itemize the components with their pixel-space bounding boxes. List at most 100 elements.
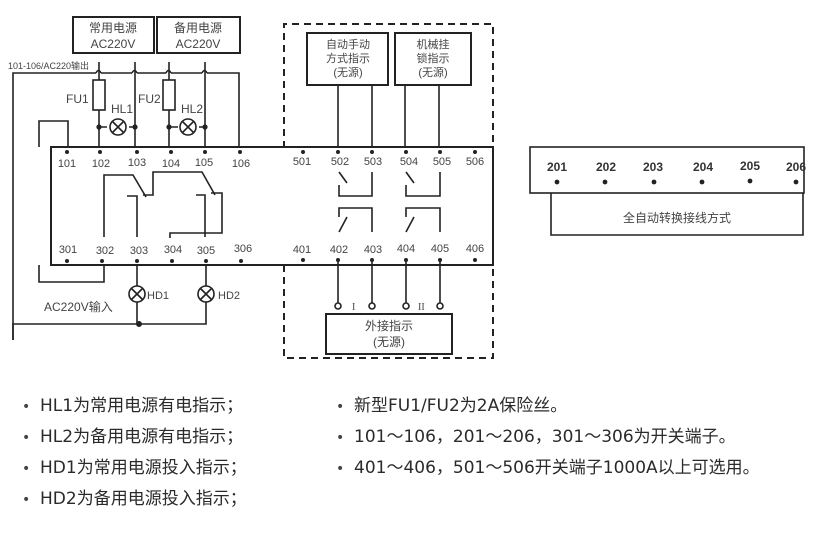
main-terminal-block xyxy=(50,146,494,266)
fu1-label: FU1 xyxy=(66,92,89,106)
terminal-503: 503 xyxy=(364,156,382,168)
external-line2: (无源) xyxy=(373,335,405,349)
notes-left: • HL1为常用电源有电指示； • HL2为备用电源有电指示； • HD1为常用电源投… xyxy=(22,391,247,515)
fuse-fu1-icon xyxy=(92,79,106,111)
bullet: • xyxy=(336,430,345,446)
terminal-301: 301 xyxy=(59,244,77,256)
bullet: • xyxy=(336,461,345,477)
note-text: HL1为常用电源有电指示； xyxy=(40,396,244,416)
lamp-hd1-icon xyxy=(128,285,146,303)
lamp-hl2-icon xyxy=(166,118,208,136)
terminal-row-400: 401 402 403 404 405 406 xyxy=(293,243,484,262)
note-text: 101～106，201～206，301～306为开关端子。 xyxy=(354,427,736,447)
bullet: • xyxy=(22,430,31,446)
note-text: 401～406，501～506开关端子1000A以上可选用。 xyxy=(354,458,760,478)
note-text: HD1为常用电源投入指示； xyxy=(40,458,247,478)
auto-manual-indicator-box: 自动手动 方式指示 (无源) xyxy=(306,32,389,86)
lamp-hl1-icon xyxy=(96,118,138,136)
note-text: 新型FU1/FU2为2A保险丝。 xyxy=(354,396,568,416)
note-text: HD2为备用电源投入指示； xyxy=(40,489,247,509)
terminal-305: 305 xyxy=(197,245,215,257)
terminal-101: 101 xyxy=(58,158,76,170)
auto-manual-line1: 自动手动 xyxy=(326,37,370,51)
normal-power-box: 常用电源 AC220V xyxy=(72,16,155,54)
marker-ii: II xyxy=(418,302,425,313)
terminal-103: 103 xyxy=(128,157,146,169)
lamp-hd2-icon xyxy=(197,285,215,303)
terminal-505: 505 xyxy=(433,156,451,168)
auto-manual-line3: (无源) xyxy=(333,65,362,79)
input-label: AC220V输入 xyxy=(44,299,113,314)
terminal-306: 306 xyxy=(234,243,252,255)
auxiliary-contacts xyxy=(338,171,441,233)
note-text: HL2为备用电源有电指示； xyxy=(40,427,244,447)
bottom-wiring xyxy=(12,265,207,340)
terminal-404: 404 xyxy=(397,243,415,255)
hl2-label: HL2 xyxy=(181,102,203,116)
bullet: • xyxy=(22,399,31,415)
terminal-201: 201 xyxy=(547,160,567,174)
terminal-205: 205 xyxy=(740,159,760,173)
auto-manual-line2: 方式指示 xyxy=(326,51,370,65)
hd1-label: HD1 xyxy=(147,290,169,302)
backup-power-box: 备用电源 AC220V xyxy=(156,16,241,54)
terminal-row-300: 301 302 303 304 305 306 xyxy=(59,243,252,263)
top-bus-wiring xyxy=(12,62,240,340)
marker-i: I xyxy=(352,302,355,313)
terminal-105: 105 xyxy=(195,157,213,169)
auto-mode-terminal-block: 201 202 203 204 205 206 全自动转换接线方式 xyxy=(529,146,806,236)
bullet: • xyxy=(22,461,31,477)
terminal-501: 501 xyxy=(293,156,311,168)
terminal-403: 403 xyxy=(364,244,382,256)
backup-power-name: 备用电源 xyxy=(174,21,222,35)
note-item: • HL1为常用电源有电指示； xyxy=(22,391,247,422)
terminal-402: 402 xyxy=(330,244,348,256)
note-item: • 401～406，501～506开关端子1000A以上可选用。 xyxy=(336,453,760,484)
bullet: • xyxy=(336,399,345,415)
note-item: • 101～106，201～206，301～306为开关端子。 xyxy=(336,422,760,453)
terminal-502: 502 xyxy=(331,156,349,168)
normal-power-name: 常用电源 xyxy=(89,21,137,35)
terminal-204: 204 xyxy=(693,160,713,174)
normal-power-voltage: AC220V xyxy=(91,37,136,51)
hl1-label: HL1 xyxy=(111,102,133,116)
terminal-303: 303 xyxy=(130,245,148,257)
terminal-401: 401 xyxy=(293,244,311,256)
terminal-row-500: 501 502 503 504 505 506 xyxy=(293,150,484,168)
terminal-102: 102 xyxy=(92,158,110,170)
terminal-302: 302 xyxy=(96,245,114,257)
auto-mode-label: 全自动转换接线方式 xyxy=(623,210,731,225)
fu2-label: FU2 xyxy=(138,92,161,106)
dashed-region xyxy=(283,23,494,359)
external-line1: 外接指示 xyxy=(365,318,413,333)
bullet: • xyxy=(22,492,31,508)
fuse-fu2-icon xyxy=(162,79,176,111)
terminal-row-100: 101 102 103 104 105 106 xyxy=(58,150,250,170)
mech-lock-line2: 锁指示 xyxy=(417,51,450,65)
terminal-304: 304 xyxy=(164,244,182,256)
notes-right: • 新型FU1/FU2为2A保险丝。 • 101～106，201～206，301～3… xyxy=(336,391,760,484)
changeover-switch-contacts xyxy=(103,171,223,238)
note-item: • HL2为备用电源有电指示； xyxy=(22,422,247,453)
external-leads xyxy=(334,260,444,310)
terminal-405: 405 xyxy=(431,243,449,255)
external-indicator-box: 外接指示 (无源) xyxy=(325,313,453,355)
terminal-206: 206 xyxy=(786,160,806,174)
mech-lock-line1: 机械挂 xyxy=(417,37,450,51)
mech-lock-indicator-box: 机械挂 锁指示 (无源) xyxy=(394,32,472,86)
note-item: • HD2为备用电源投入指示； xyxy=(22,484,247,515)
terminal-104: 104 xyxy=(162,158,180,170)
hd2-label: HD2 xyxy=(218,290,240,302)
mech-lock-line3: (无源) xyxy=(418,65,447,79)
backup-power-voltage: AC220V xyxy=(176,37,221,51)
indicator-leads-top xyxy=(337,85,440,148)
output-label: 101-106/AC220输出 xyxy=(8,60,89,71)
terminal-106: 106 xyxy=(232,158,250,170)
terminal-203: 203 xyxy=(643,160,663,174)
terminal-406: 406 xyxy=(466,243,484,255)
terminal-504: 504 xyxy=(400,156,418,168)
note-item: • HD1为常用电源投入指示； xyxy=(22,453,247,484)
note-item: • 新型FU1/FU2为2A保险丝。 xyxy=(336,391,760,422)
terminal-202: 202 xyxy=(596,160,616,174)
